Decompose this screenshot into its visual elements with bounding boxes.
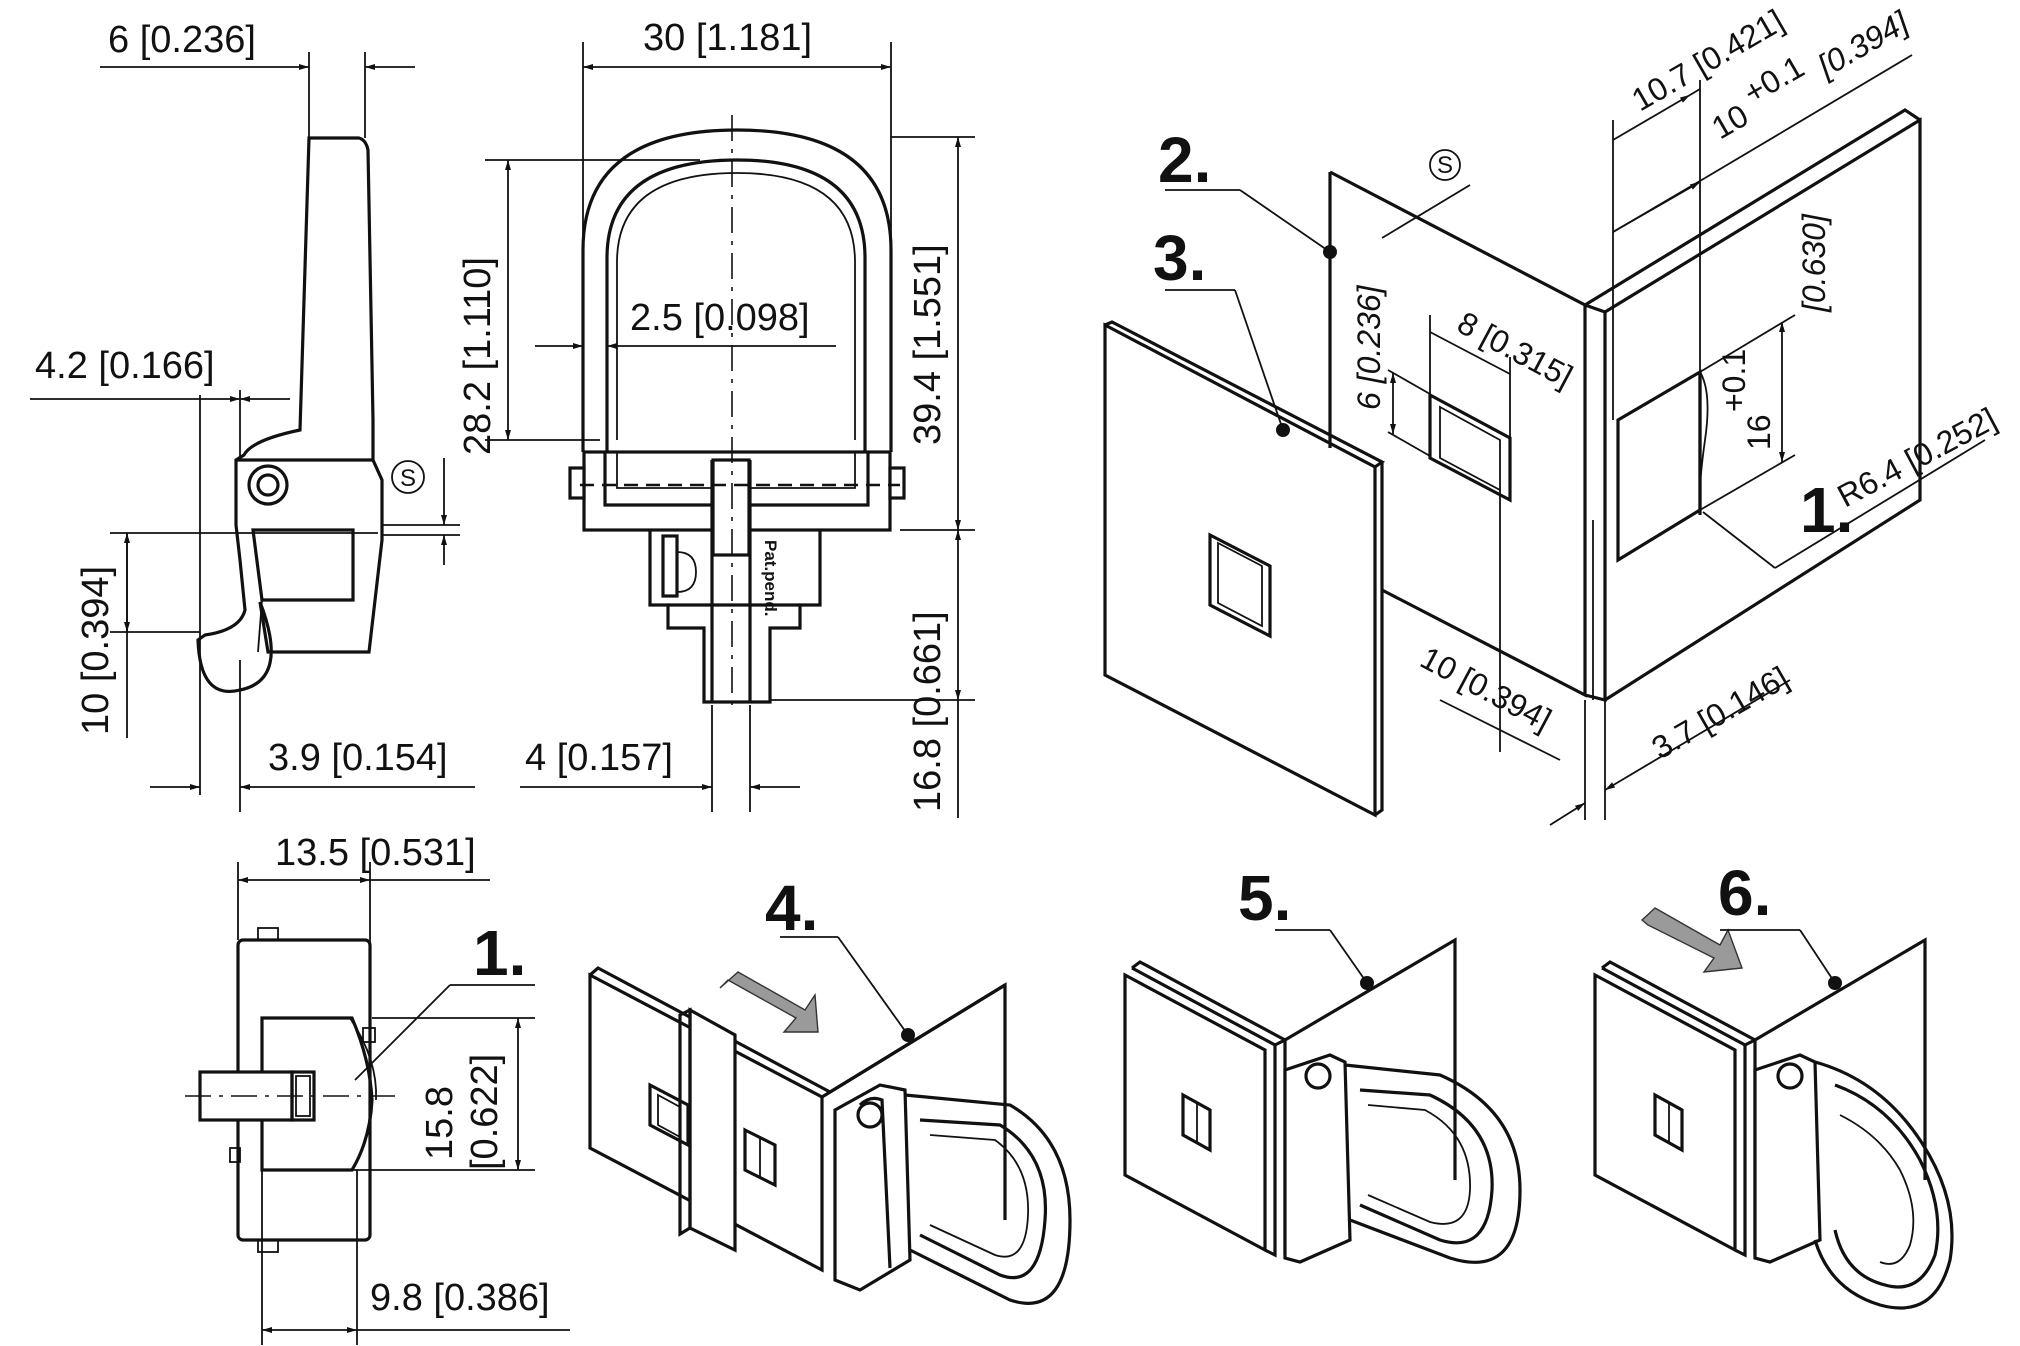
dim-iso-slot-height-tol-sup: +0.1 [1716,349,1752,412]
dim-front-total-height: 39.4 [1.551] [907,244,949,445]
leader-item-2: 2. [1158,124,1211,196]
thickness-symbol-iso [1429,149,1461,181]
thickness-symbol-side [391,460,425,494]
dim-side-hook-height: 10 [0.394] [75,566,117,735]
dim-front-offset: 2.5 [0.098] [630,297,810,339]
assembly-step-6: 6. [1593,857,1954,1310]
dim-iso-hole-width: 8 [0.315] [1452,304,1579,394]
dim-iso-slot-width-inch: [0.394] [1811,3,1916,84]
iso-cutout-view: 2. 3. 1. R6.4 [0.252] S 6 [0.236] 8 [0.3… [1103,2,2002,826]
dim-iso-radius: R6.4 [0.252] [1831,401,2002,515]
assembly-step-5: 5. [1123,862,1522,1264]
patent-marking: Pat.pend. [761,540,780,617]
dim-front-pin-height: 16.8 [0.661] [907,611,949,812]
dim-iso-slot-height-inch: [0.630] [1796,213,1832,313]
dim-front-inner-height: 28.2 [1.110] [457,257,499,455]
leader-item-3: 3. [1153,222,1206,294]
thickness-symbol-iso-text: S [1437,152,1453,179]
front-view: Pat.pend. 30 [1.181] 28.2 [1.110] 2.5 [0… [457,17,975,818]
dim-iso-slot-height-tol: 16 [1741,414,1777,450]
dim-iso-hole-height: 6 [0.236] [1351,284,1387,410]
dim-iso-slot-width-tol: 10 [1706,97,1755,146]
leader-item-6: 6. [1718,857,1771,929]
leader-item-1-iso: 1. [1800,474,1853,546]
dim-bottom-height-b: [0.622] [464,1054,506,1170]
leader-item-5: 5. [1238,862,1291,934]
assembly-step-4: 4. [588,872,1072,1305]
dim-side-top-width: 6 [0.236] [108,19,256,61]
dim-bottom-depth: 9.8 [0.386] [370,1277,550,1319]
bottom-view: 1. 13.5 [0.531] 15.8 [0.622] 9.8 [0.386] [185,832,570,1345]
dim-bottom-width: 13.5 [0.531] [275,832,476,874]
side-view: S 6 [0.236] 4.2 [0.166] 10 [0.394] 3.9 [… [30,19,475,812]
dim-side-pivot-offset: 4.2 [0.166] [35,345,215,387]
dim-iso-thickness: 3.7 [0.146] [1646,659,1795,766]
dim-front-width: 30 [1.181] [643,17,812,59]
thickness-symbol-side-text: S [400,465,416,492]
dim-bottom-height-a: 15.8 [419,1086,461,1160]
dim-front-pin-width: 4 [0.157] [525,737,673,779]
dim-side-hook-width: 3.9 [0.154] [268,737,448,779]
dim-iso-slot-width-tol-sup: +0.1 [1738,48,1811,111]
leader-item-4: 4. [765,872,818,944]
leader-item-1-bottom: 1. [473,917,526,989]
